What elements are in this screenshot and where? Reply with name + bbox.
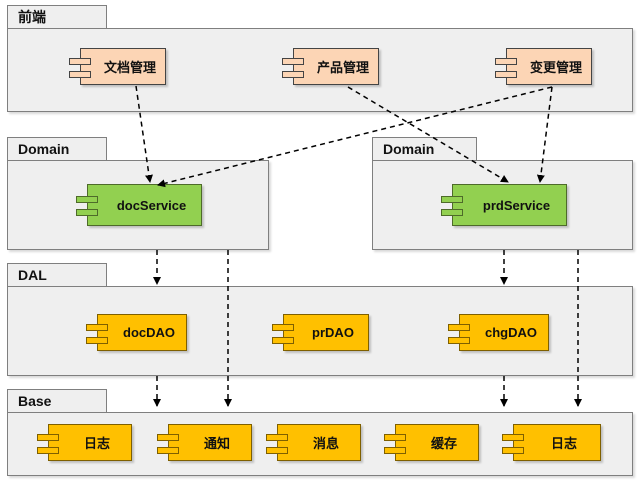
component-doc-service[interactable]: docService xyxy=(76,184,202,226)
dal-layer-title: DAL xyxy=(7,263,107,287)
component-message[interactable]: 消息 xyxy=(266,424,361,461)
component-port-icon xyxy=(448,337,470,344)
component-port-icon xyxy=(76,196,98,203)
base-layer-title: Base xyxy=(7,389,107,413)
component-product-management[interactable]: 产品管理 xyxy=(282,48,379,85)
component-port-icon xyxy=(37,447,59,454)
component-pr-dao[interactable]: prDAO xyxy=(272,314,369,351)
component-port-icon xyxy=(86,337,108,344)
component-port-icon xyxy=(441,196,463,203)
component-prd-service[interactable]: prdService xyxy=(441,184,567,226)
component-port-icon xyxy=(69,71,91,78)
component-label: 日志 xyxy=(83,436,110,451)
component-port-icon xyxy=(448,324,470,331)
component-label: prdService xyxy=(482,197,551,213)
component-port-icon xyxy=(266,447,288,454)
component-label: 变更管理 xyxy=(529,60,582,75)
component-port-icon xyxy=(502,434,524,441)
component-log-2[interactable]: 日志 xyxy=(502,424,601,461)
component-label: docService xyxy=(116,197,187,213)
domain-right-title: Domain xyxy=(372,137,477,161)
component-doc-dao[interactable]: docDAO xyxy=(86,314,187,351)
component-port-icon xyxy=(282,58,304,65)
component-port-icon xyxy=(86,324,108,331)
component-label: 缓存 xyxy=(430,436,457,451)
component-change-management[interactable]: 变更管理 xyxy=(495,48,592,85)
component-port-icon xyxy=(384,447,406,454)
component-label: 消息 xyxy=(312,436,339,451)
component-label: 日志 xyxy=(550,436,577,451)
component-port-icon xyxy=(266,434,288,441)
component-notify[interactable]: 通知 xyxy=(157,424,252,461)
frontend-layer-title: 前端 xyxy=(7,5,107,29)
component-port-icon xyxy=(37,434,59,441)
component-port-icon xyxy=(69,58,91,65)
component-port-icon xyxy=(495,71,517,78)
component-port-icon xyxy=(282,71,304,78)
component-port-icon xyxy=(384,434,406,441)
component-port-icon xyxy=(272,324,294,331)
component-label: docDAO xyxy=(123,325,175,340)
component-port-icon xyxy=(272,337,294,344)
component-log-1[interactable]: 日志 xyxy=(37,424,132,461)
component-label: 文档管理 xyxy=(103,60,156,75)
component-doc-management[interactable]: 文档管理 xyxy=(69,48,166,85)
component-port-icon xyxy=(441,209,463,216)
component-chg-dao[interactable]: chgDAO xyxy=(448,314,549,351)
domain-left-title: Domain xyxy=(7,137,107,161)
component-label: chgDAO xyxy=(485,325,537,340)
component-port-icon xyxy=(157,434,179,441)
component-port-icon xyxy=(76,209,98,216)
component-label: 通知 xyxy=(203,436,230,451)
component-label: 产品管理 xyxy=(316,60,369,75)
component-port-icon xyxy=(157,447,179,454)
component-cache[interactable]: 缓存 xyxy=(384,424,479,461)
component-port-icon xyxy=(495,58,517,65)
component-label: prDAO xyxy=(312,325,354,340)
component-port-icon xyxy=(502,447,524,454)
